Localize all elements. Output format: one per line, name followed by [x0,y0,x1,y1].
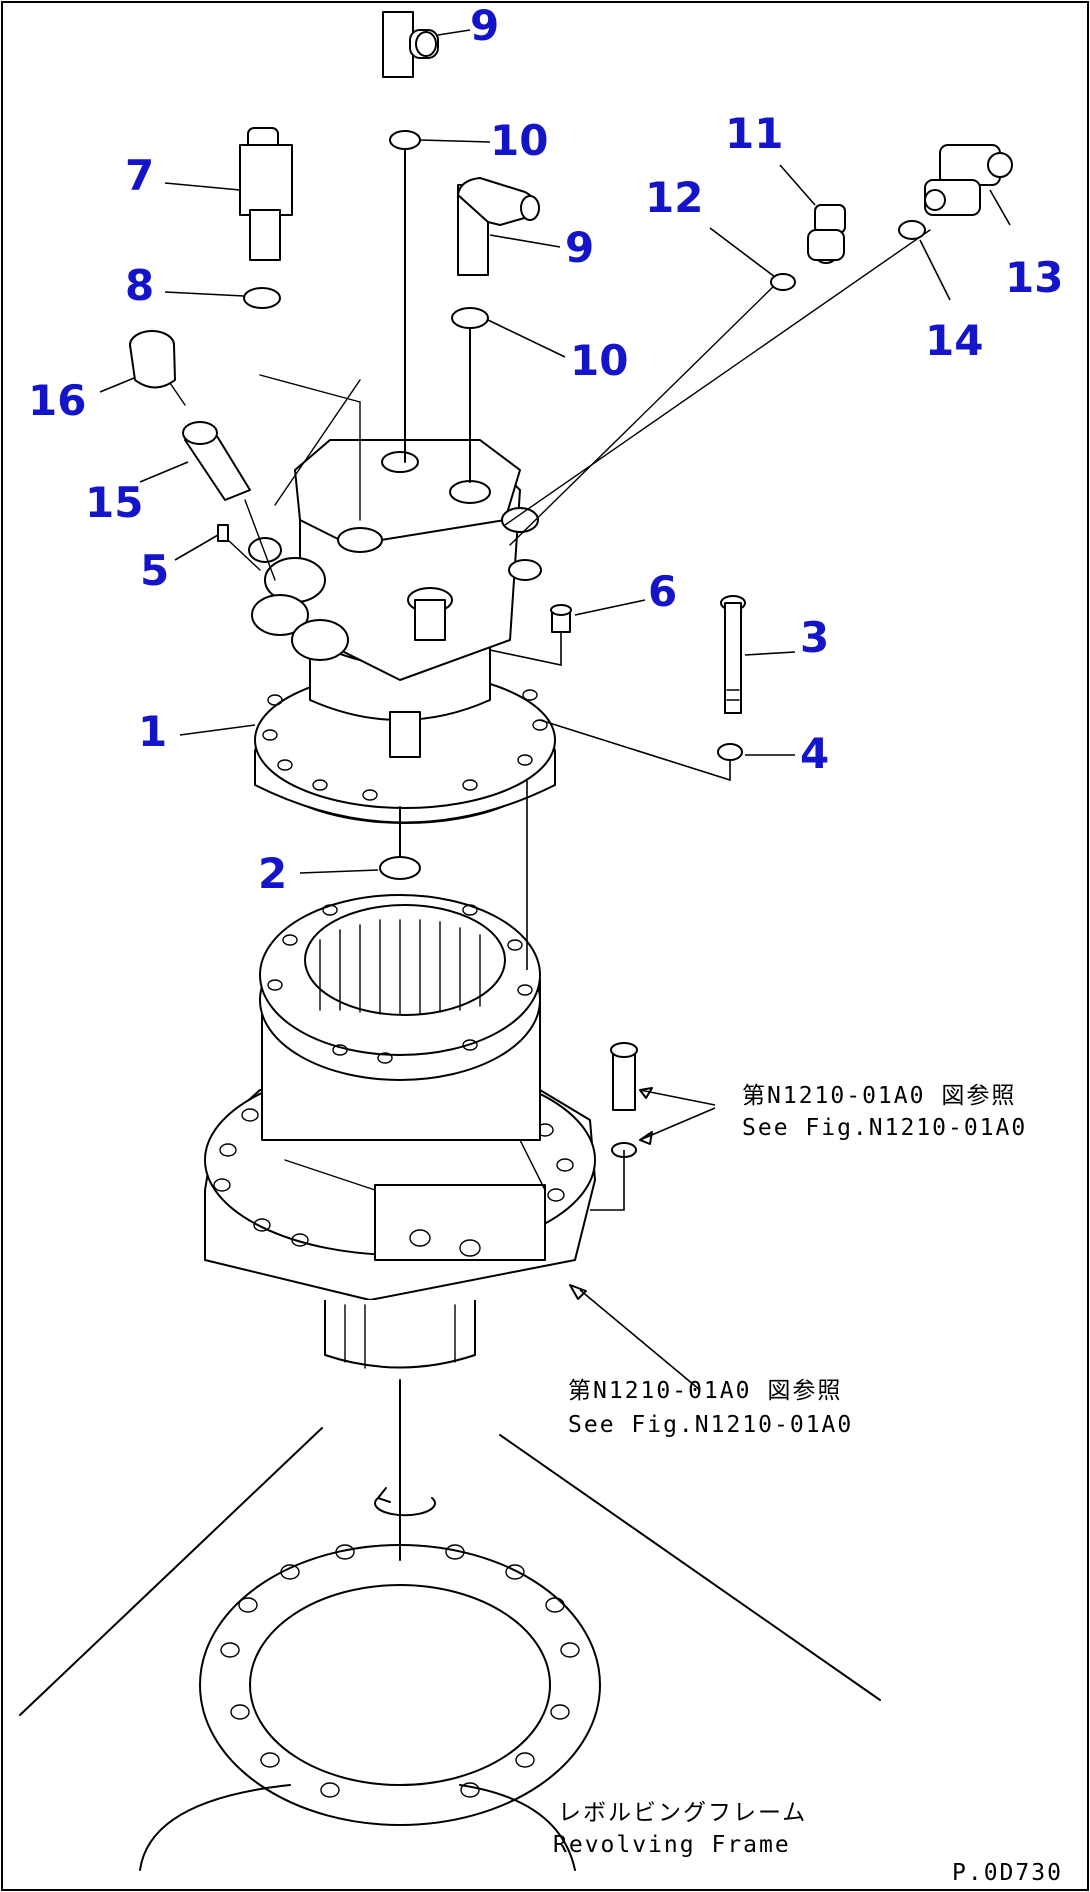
callout-3: 3 [800,613,829,662]
o-ring-2 [379,856,421,880]
callout-9-lower: 9 [565,223,594,272]
bolt-3 [720,595,796,714]
callout-12: 12 [645,173,703,222]
callout-9-top: 9 [470,1,499,50]
note-frame-jp: レボルビングフレーム [558,1800,807,1826]
callout-4: 4 [800,729,829,778]
frame-bolt-holes [220,1544,580,1798]
callout-8: 8 [125,261,154,310]
part-11 [779,164,846,264]
callout-1: 1 [138,707,167,756]
part-15 [139,421,276,581]
note-reducer-jp: 第N1210-01A0 図参照 [742,1083,1016,1109]
part-7 [164,127,293,261]
note-frame-en: Revolving Frame [553,1832,791,1858]
o-ring-10-top [389,130,421,150]
internal-gear-teeth [319,919,481,1015]
callout-6: 6 [648,567,677,616]
callout-10-top: 10 [490,116,548,165]
note-reducer-en: See Fig.N1210-01A0 [742,1115,1027,1141]
revolving-frame [19,1379,881,1871]
swing-machinery-reducer [204,894,716,1391]
callout-10-lower: 10 [570,336,628,385]
part-13 [924,144,1013,226]
callout-14: 14 [925,316,983,365]
o-ring-10-lower [451,307,489,329]
o-ring-12 [770,273,796,291]
part-5 [174,524,261,571]
callout-16: 16 [28,376,86,425]
callout-13: 13 [1005,253,1063,302]
callout-2: 2 [258,849,287,898]
fitting-9-top [382,11,471,78]
callout-11: 11 [725,109,783,158]
drawing-id: P.0D730 [952,1860,1063,1886]
callout-15: 15 [85,478,143,527]
note-lower-en: See Fig.N1210-01A0 [568,1412,853,1438]
o-ring-14 [898,220,926,240]
o-ring-8 [243,287,281,309]
plug-6 [489,599,646,666]
washer-4 [539,719,795,782]
swing-motor [248,229,931,824]
callout-7: 7 [125,151,154,200]
note-lower-jp: 第N1210-01A0 図参照 [568,1378,842,1404]
callouts: 1 2 3 4 5 6 7 8 9 9 10 10 11 12 13 14 15… [28,1,1063,898]
reference-notes: 第N1210-01A0 図参照 See Fig.N1210-01A0 第N121… [553,1083,1063,1886]
fitting-9-lower [457,177,561,276]
callout-5: 5 [140,546,169,595]
part-16 [99,330,186,406]
